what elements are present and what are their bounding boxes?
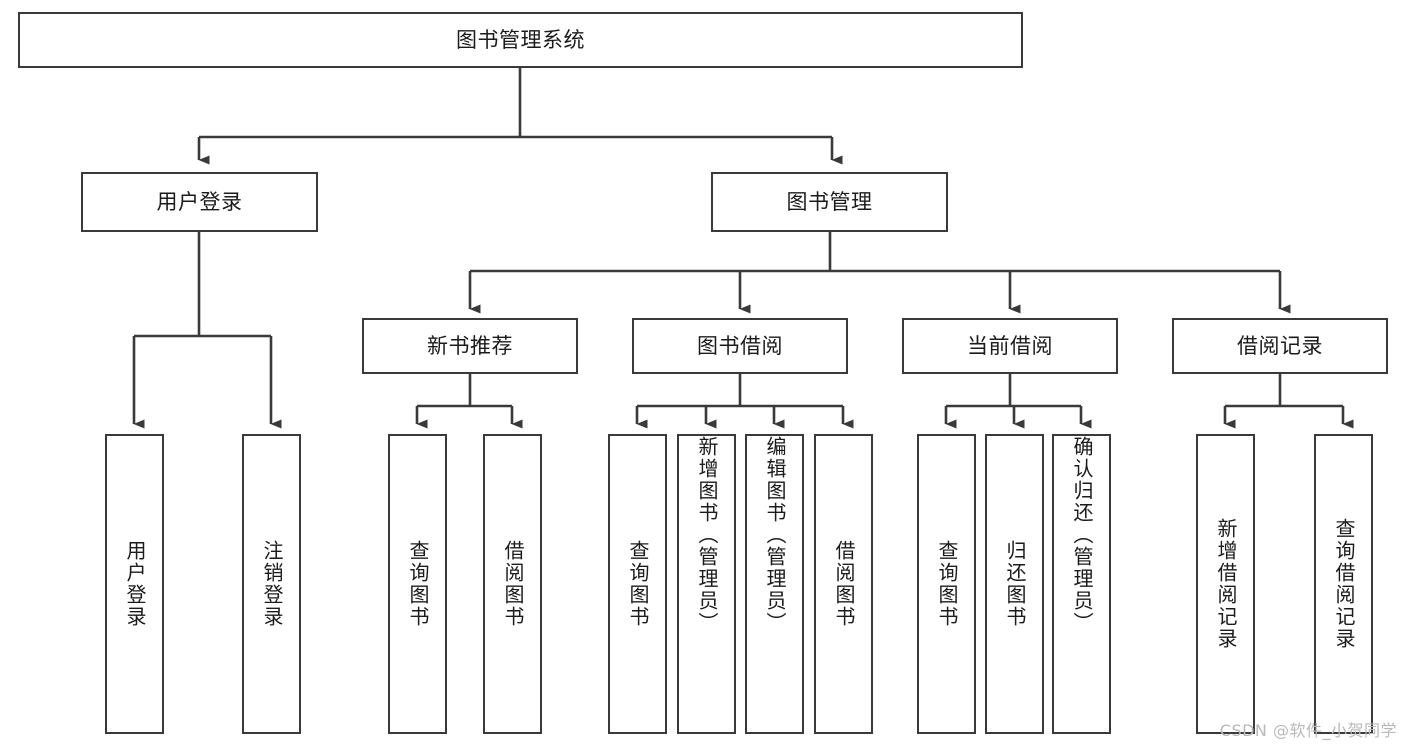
node-root[interactable]: 图书管理系统 (18, 12, 1023, 68)
node-leaf-borrow-book-1[interactable]: 借阅图书 (483, 434, 542, 734)
node-book-management[interactable]: 图书管理 (711, 172, 948, 232)
node-leaf-edit-book[interactable]: 编辑图书（管理员） (745, 434, 804, 734)
watermark: CSDN @软件_小贺同学 (1219, 721, 1397, 740)
node-leaf-query-book-2[interactable]: 查询图书 (608, 434, 667, 734)
node-leaf-return-book[interactable]: 归还图书 (985, 434, 1044, 734)
node-leaf-query-book-3[interactable]: 查询图书 (917, 434, 976, 734)
node-leaf-query-book-3-label: 查询图书 (935, 540, 959, 628)
node-borrow-record-label: 借阅记录 (1237, 333, 1323, 358)
node-current-borrow[interactable]: 当前借阅 (902, 318, 1118, 374)
node-leaf-add-book-label: 新增图书（管理员） (695, 436, 719, 634)
node-leaf-query-record[interactable]: 查询借阅记录 (1314, 434, 1373, 734)
node-current-borrow-label: 当前借阅 (967, 333, 1053, 358)
node-leaf-query-book-1-label: 查询图书 (406, 540, 430, 628)
node-leaf-query-book-1[interactable]: 查询图书 (388, 434, 447, 734)
node-book-management-label: 图书管理 (786, 189, 873, 214)
node-leaf-confirm-return[interactable]: 确认归还（管理员） (1052, 434, 1111, 734)
node-user-login-label: 用户登录 (156, 189, 243, 214)
node-leaf-user-login[interactable]: 用户登录 (105, 434, 164, 734)
node-leaf-borrow-book-2[interactable]: 借阅图书 (814, 434, 873, 734)
node-leaf-borrow-book-2-label: 借阅图书 (832, 540, 856, 628)
node-user-login[interactable]: 用户登录 (81, 172, 318, 232)
node-leaf-borrow-book-1-label: 借阅图书 (501, 540, 525, 628)
node-leaf-confirm-return-label: 确认归还（管理员） (1070, 436, 1094, 634)
node-borrow-record[interactable]: 借阅记录 (1172, 318, 1388, 374)
node-leaf-edit-book-label: 编辑图书（管理员） (763, 436, 787, 634)
node-new-book-recommend[interactable]: 新书推荐 (362, 318, 578, 374)
node-new-book-recommend-label: 新书推荐 (427, 333, 513, 358)
node-leaf-user-logout-label: 注销登录 (260, 540, 284, 628)
node-leaf-query-book-2-label: 查询图书 (626, 540, 650, 628)
node-book-borrow-label: 图书借阅 (697, 333, 783, 358)
node-leaf-add-record[interactable]: 新增借阅记录 (1196, 434, 1255, 734)
node-book-borrow[interactable]: 图书借阅 (632, 318, 848, 374)
node-leaf-user-login-label: 用户登录 (123, 540, 147, 628)
node-root-label: 图书管理系统 (456, 27, 585, 52)
node-leaf-user-logout[interactable]: 注销登录 (242, 434, 301, 734)
node-leaf-add-record-label: 新增借阅记录 (1214, 518, 1238, 650)
node-leaf-query-record-label: 查询借阅记录 (1332, 518, 1356, 650)
node-leaf-add-book[interactable]: 新增图书（管理员） (677, 434, 736, 734)
node-leaf-return-book-label: 归还图书 (1003, 540, 1027, 628)
